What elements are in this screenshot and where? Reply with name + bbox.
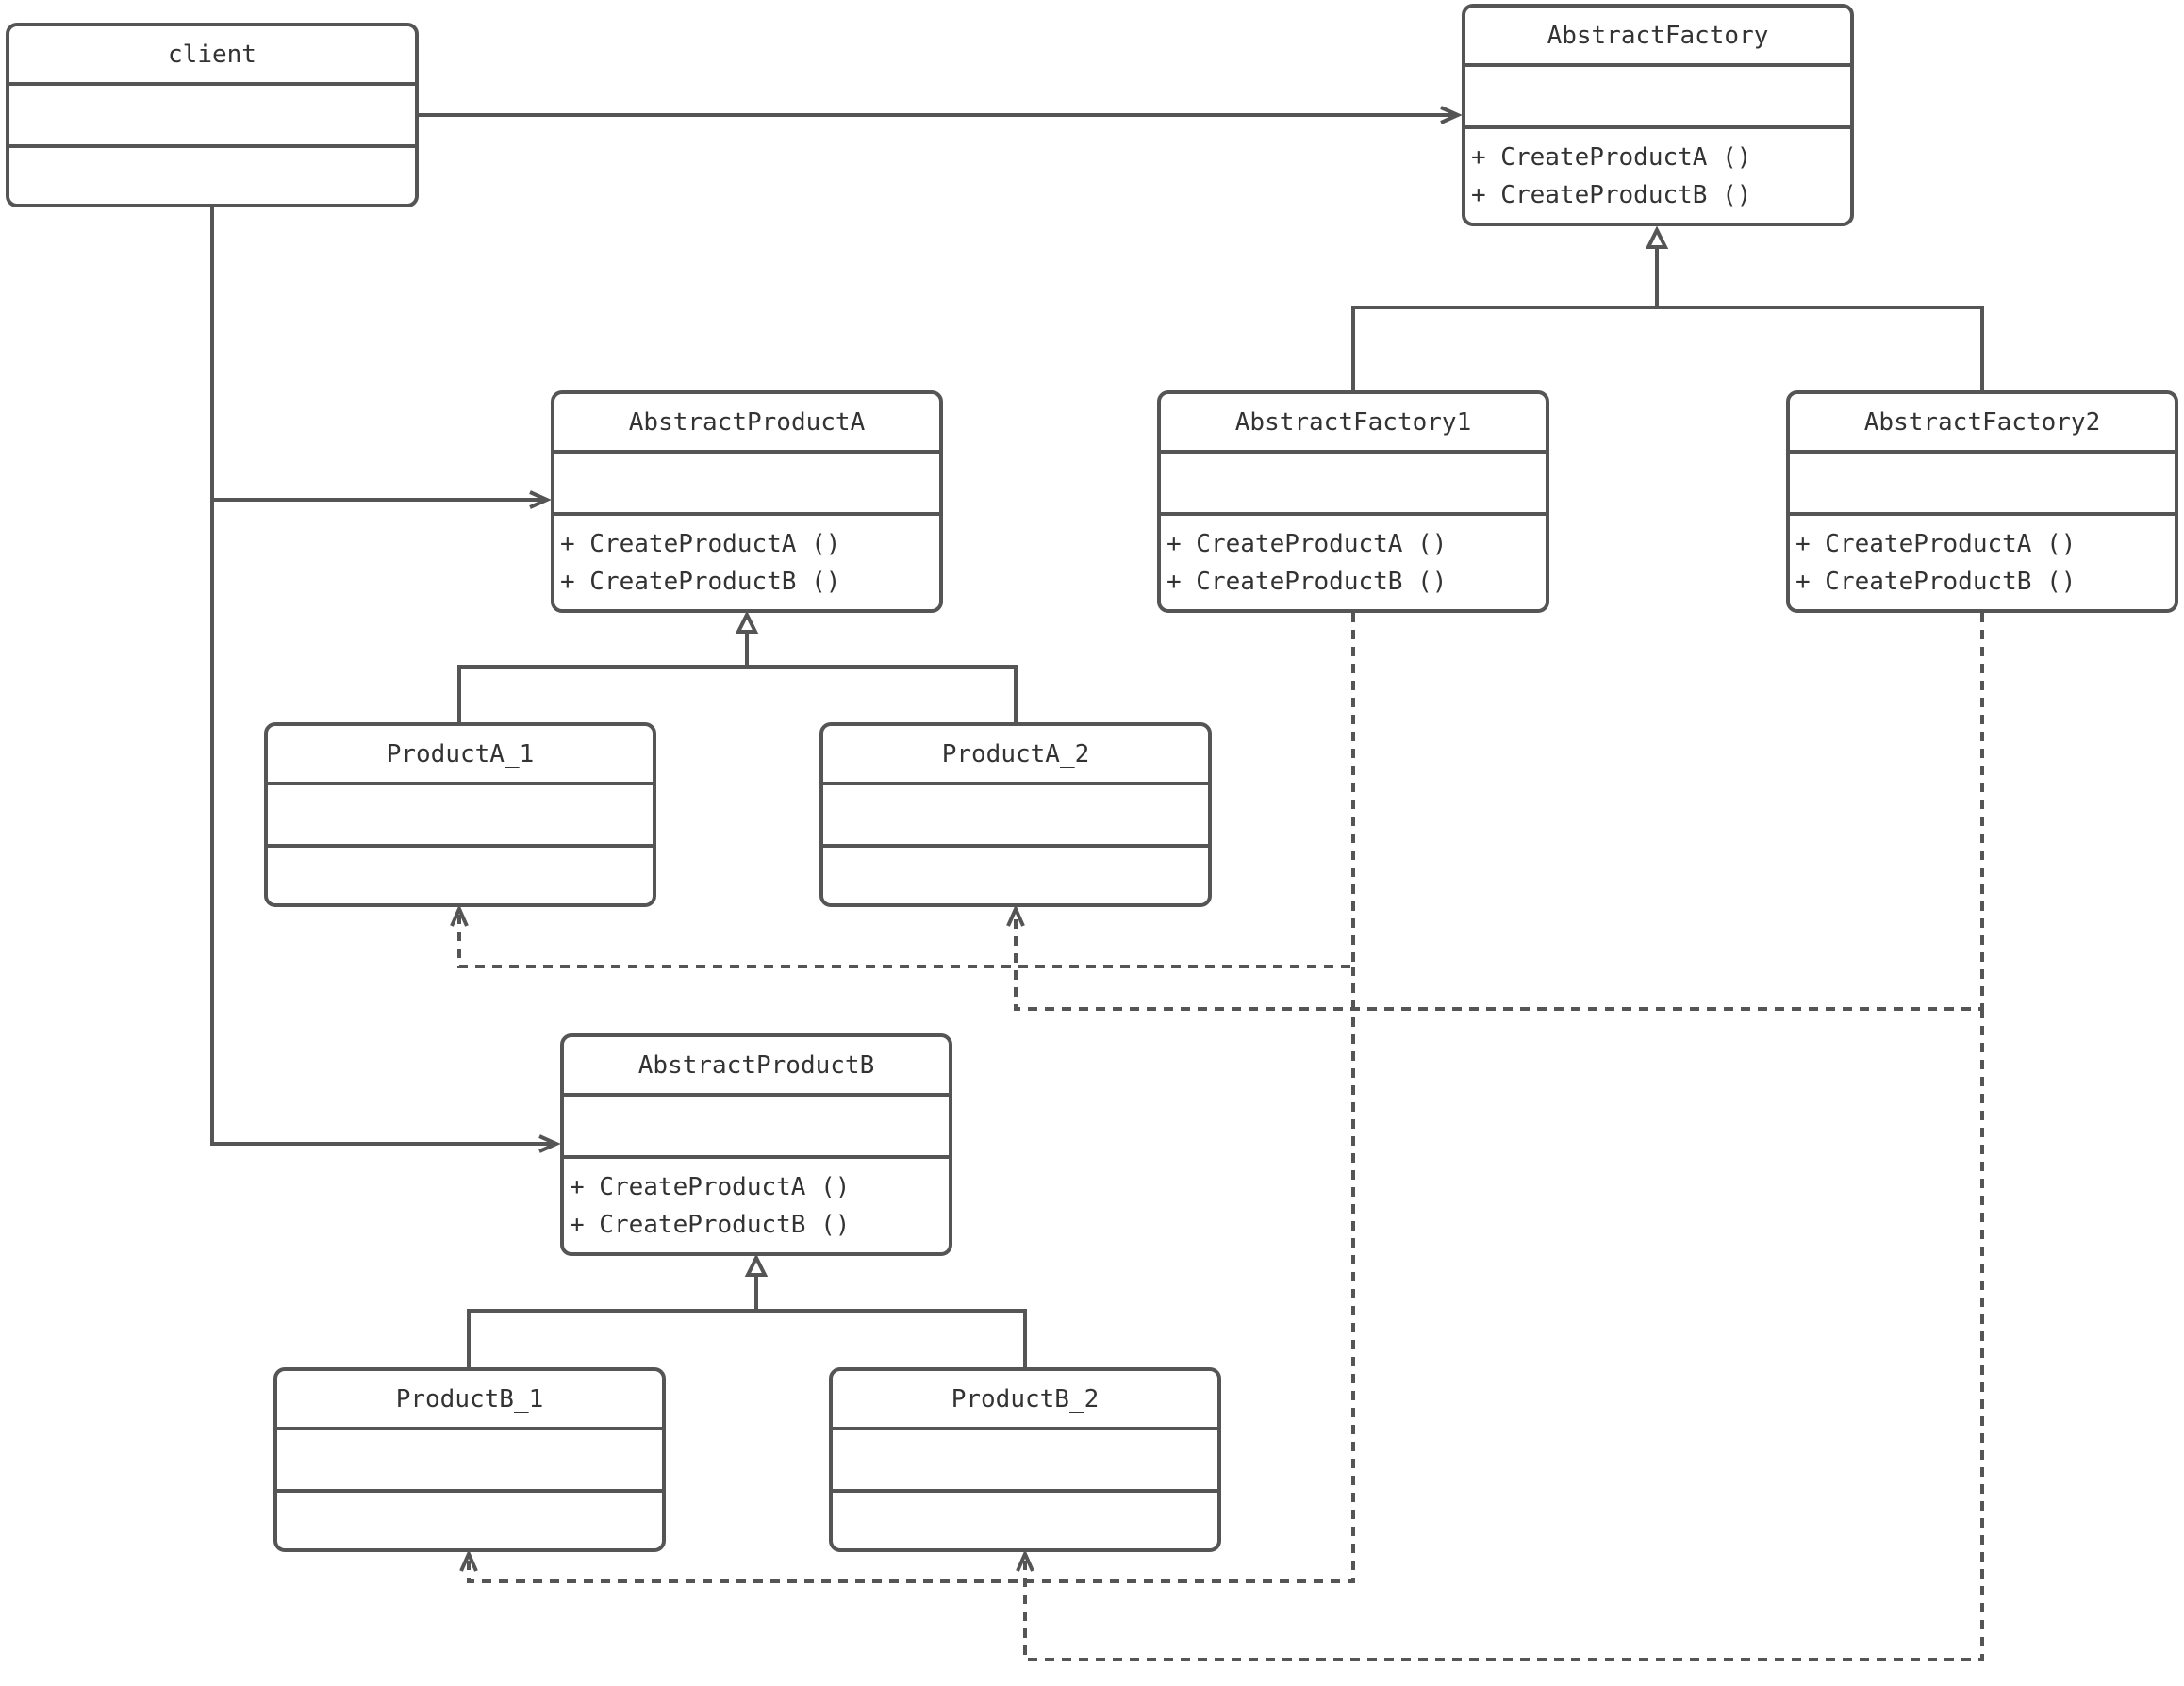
dep-factory2-producta2 bbox=[1016, 613, 1984, 1011]
class-product-b-1[interactable]: ProductB_1 bbox=[273, 1367, 666, 1552]
methods-section bbox=[277, 1493, 662, 1502]
attributes-section bbox=[1161, 454, 1546, 516]
method-create-product-b: + CreateProductB () bbox=[560, 568, 841, 596]
class-name: AbstractFactory bbox=[1465, 8, 1850, 67]
class-abstract-product-b[interactable]: AbstractProductB + CreateProductA () + C… bbox=[560, 1033, 952, 1256]
gen-factory1-abstractfactory bbox=[1351, 306, 1984, 390]
methods-section bbox=[833, 1493, 1217, 1502]
methods-section: + CreateProductA () + CreateProductB () bbox=[1465, 129, 1850, 214]
assoc-client-abstractproductb bbox=[210, 500, 556, 1144]
dep-factory1-productb1 bbox=[469, 967, 1355, 1583]
attributes-section bbox=[823, 785, 1208, 848]
class-abstract-product-a[interactable]: AbstractProductA + CreateProductA () + C… bbox=[551, 390, 943, 613]
class-abstract-factory2[interactable]: AbstractFactory2 + CreateProductA () + C… bbox=[1786, 390, 2178, 613]
methods-section: + CreateProductA () + CreateProductB () bbox=[1161, 516, 1546, 601]
assoc-client-abstractproducta bbox=[210, 207, 547, 500]
class-abstract-factory1[interactable]: AbstractFactory1 + CreateProductA () + C… bbox=[1157, 390, 1549, 613]
class-product-a-2[interactable]: ProductA_2 bbox=[819, 722, 1212, 907]
method-create-product-b: + CreateProductB () bbox=[1471, 181, 1752, 209]
class-product-a-1[interactable]: ProductA_1 bbox=[264, 722, 656, 907]
methods-section bbox=[9, 148, 415, 157]
methods-section bbox=[268, 848, 653, 857]
attributes-section bbox=[1465, 67, 1850, 129]
methods-section bbox=[823, 848, 1208, 857]
class-client[interactable]: client bbox=[6, 23, 419, 207]
methods-section: + CreateProductA () + CreateProductB () bbox=[554, 516, 939, 601]
gen-arrowhead-abstractproductb bbox=[744, 1253, 769, 1277]
method-create-product-a: + CreateProductA () bbox=[1166, 530, 1448, 558]
method-create-product-b: + CreateProductB () bbox=[1166, 568, 1448, 596]
attributes-section bbox=[1790, 454, 2175, 516]
class-name: ProductA_1 bbox=[268, 726, 653, 785]
attributes-section bbox=[564, 1097, 949, 1159]
methods-section: + CreateProductA () + CreateProductB () bbox=[1790, 516, 2175, 601]
gen-arrowhead-abstractfactory bbox=[1645, 225, 1669, 249]
gen-producta-branch bbox=[457, 665, 1018, 722]
attributes-section bbox=[277, 1430, 662, 1493]
class-product-b-2[interactable]: ProductB_2 bbox=[829, 1367, 1221, 1552]
class-name: AbstractFactory2 bbox=[1790, 394, 2175, 454]
class-abstract-factory[interactable]: AbstractFactory + CreateProductA () + Cr… bbox=[1462, 4, 1854, 226]
class-name: client bbox=[9, 26, 415, 86]
attributes-section bbox=[268, 785, 653, 848]
gen-productb-branch bbox=[467, 1309, 1027, 1367]
class-name: ProductB_1 bbox=[277, 1371, 662, 1430]
method-create-product-a: + CreateProductA () bbox=[1471, 143, 1752, 172]
gen-arrowhead-abstractproducta bbox=[735, 610, 759, 634]
method-create-product-a: + CreateProductA () bbox=[570, 1173, 851, 1201]
method-create-product-a: + CreateProductA () bbox=[560, 530, 841, 558]
method-create-product-b: + CreateProductB () bbox=[570, 1211, 851, 1239]
methods-section: + CreateProductA () + CreateProductB () bbox=[564, 1159, 949, 1244]
method-create-product-a: + CreateProductA () bbox=[1795, 530, 2076, 558]
attributes-section bbox=[554, 454, 939, 516]
attributes-section bbox=[833, 1430, 1217, 1493]
dep-factory1-producta1 bbox=[459, 613, 1355, 968]
method-create-product-b: + CreateProductB () bbox=[1795, 568, 2076, 596]
class-name: ProductB_2 bbox=[833, 1371, 1217, 1430]
class-name: AbstractProductB bbox=[564, 1037, 949, 1097]
attributes-section bbox=[9, 86, 415, 148]
class-name: AbstractProductA bbox=[554, 394, 939, 454]
dep-factory2-productb2 bbox=[1025, 1009, 1984, 1661]
class-name: ProductA_2 bbox=[823, 726, 1208, 785]
class-name: AbstractFactory1 bbox=[1161, 394, 1546, 454]
